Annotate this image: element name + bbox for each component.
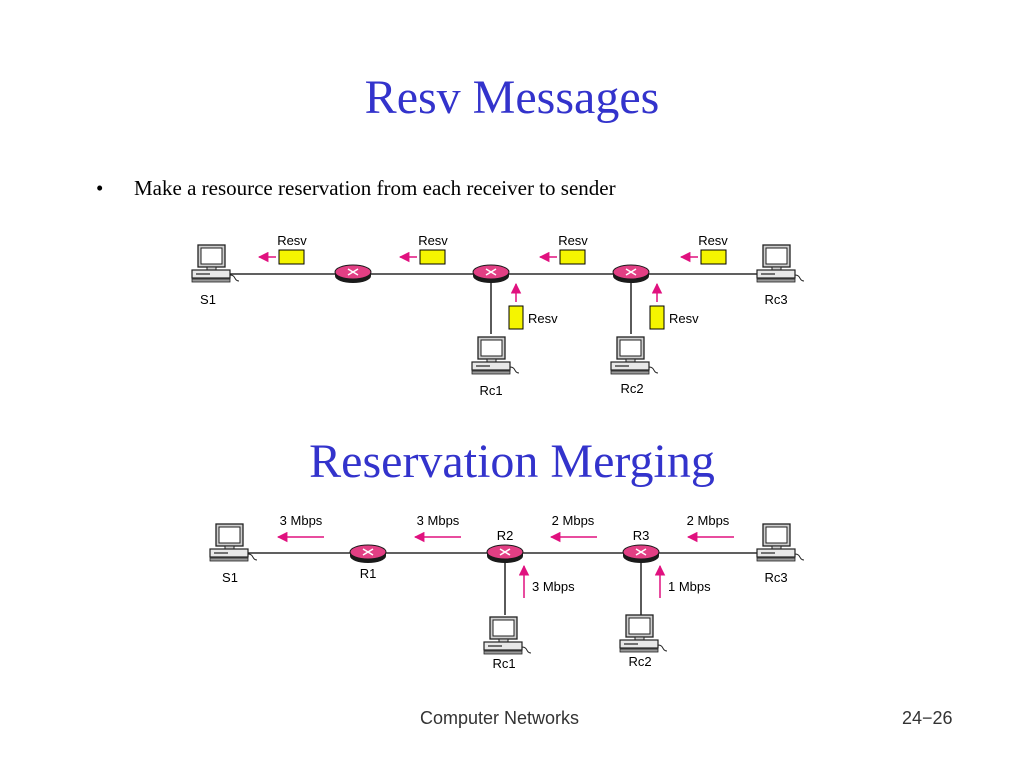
- desktop-computer-icon: [471, 336, 520, 375]
- router-icon: [349, 544, 387, 564]
- resv-message: Resv: [398, 233, 448, 265]
- host-label: Rc3: [764, 292, 787, 307]
- router-icon: [622, 544, 660, 564]
- footer-slide-number: 24−26: [902, 708, 953, 728]
- diagram-reservation-merging: 3 Mbps 3 Mbps 2 Mbps 2 Mbps 3 Mbps 1 Mbp…: [209, 513, 805, 671]
- host-label: S1: [222, 570, 238, 585]
- rate-label: 2 Mbps: [552, 513, 595, 528]
- host-label: Rc3: [764, 570, 787, 585]
- router-icon: [612, 264, 650, 284]
- desktop-computer-icon: [756, 523, 805, 562]
- rate-label: 2 Mbps: [687, 513, 730, 528]
- resv-message: Resv: [257, 233, 307, 265]
- router-icon: [334, 264, 372, 284]
- host-label: Rc2: [628, 654, 651, 669]
- slide-title: Resv Messages: [364, 71, 660, 124]
- desktop-computer-icon: [619, 614, 668, 653]
- desktop-computer-icon: [209, 523, 258, 562]
- desktop-computer-icon: [756, 244, 805, 283]
- router-icon: [472, 264, 510, 284]
- router-icon: [486, 544, 524, 564]
- resv-message: Resv: [508, 282, 558, 330]
- resv-message: Resv: [649, 282, 699, 330]
- desktop-computer-icon: [191, 244, 240, 283]
- bullet-dot: •: [96, 176, 104, 200]
- router-label: R2: [497, 528, 514, 543]
- resv-label: Resv: [418, 233, 448, 248]
- rate-label: 3 Mbps: [280, 513, 323, 528]
- resv-label: Resv: [558, 233, 588, 248]
- desktop-computer-icon: [483, 616, 532, 655]
- router-label: R1: [360, 566, 377, 581]
- footer-course-title: Computer Networks: [420, 708, 580, 728]
- rate-label: 3 Mbps: [532, 579, 575, 594]
- host-label: Rc1: [492, 656, 515, 671]
- host-label: Rc1: [479, 383, 502, 398]
- resv-label: Resv: [277, 233, 307, 248]
- resv-label: Resv: [528, 311, 558, 326]
- router-label: R3: [633, 528, 650, 543]
- desktop-computer-icon: [610, 336, 659, 375]
- resv-label: Resv: [669, 311, 699, 326]
- host-label: Rc2: [620, 381, 643, 396]
- host-label: S1: [200, 292, 216, 307]
- resv-message: Resv: [679, 233, 728, 265]
- rate-label: 1 Mbps: [668, 579, 711, 594]
- bullet-text: Make a resource reservation from each re…: [134, 176, 616, 200]
- rate-label: 3 Mbps: [417, 513, 460, 528]
- diagram-resv-messages: Resv Resv Resv Resv Resv Resv S1: [191, 233, 805, 398]
- section-title: Reservation Merging: [309, 435, 715, 488]
- resv-label: Resv: [698, 233, 728, 248]
- resv-message: Resv: [538, 233, 588, 265]
